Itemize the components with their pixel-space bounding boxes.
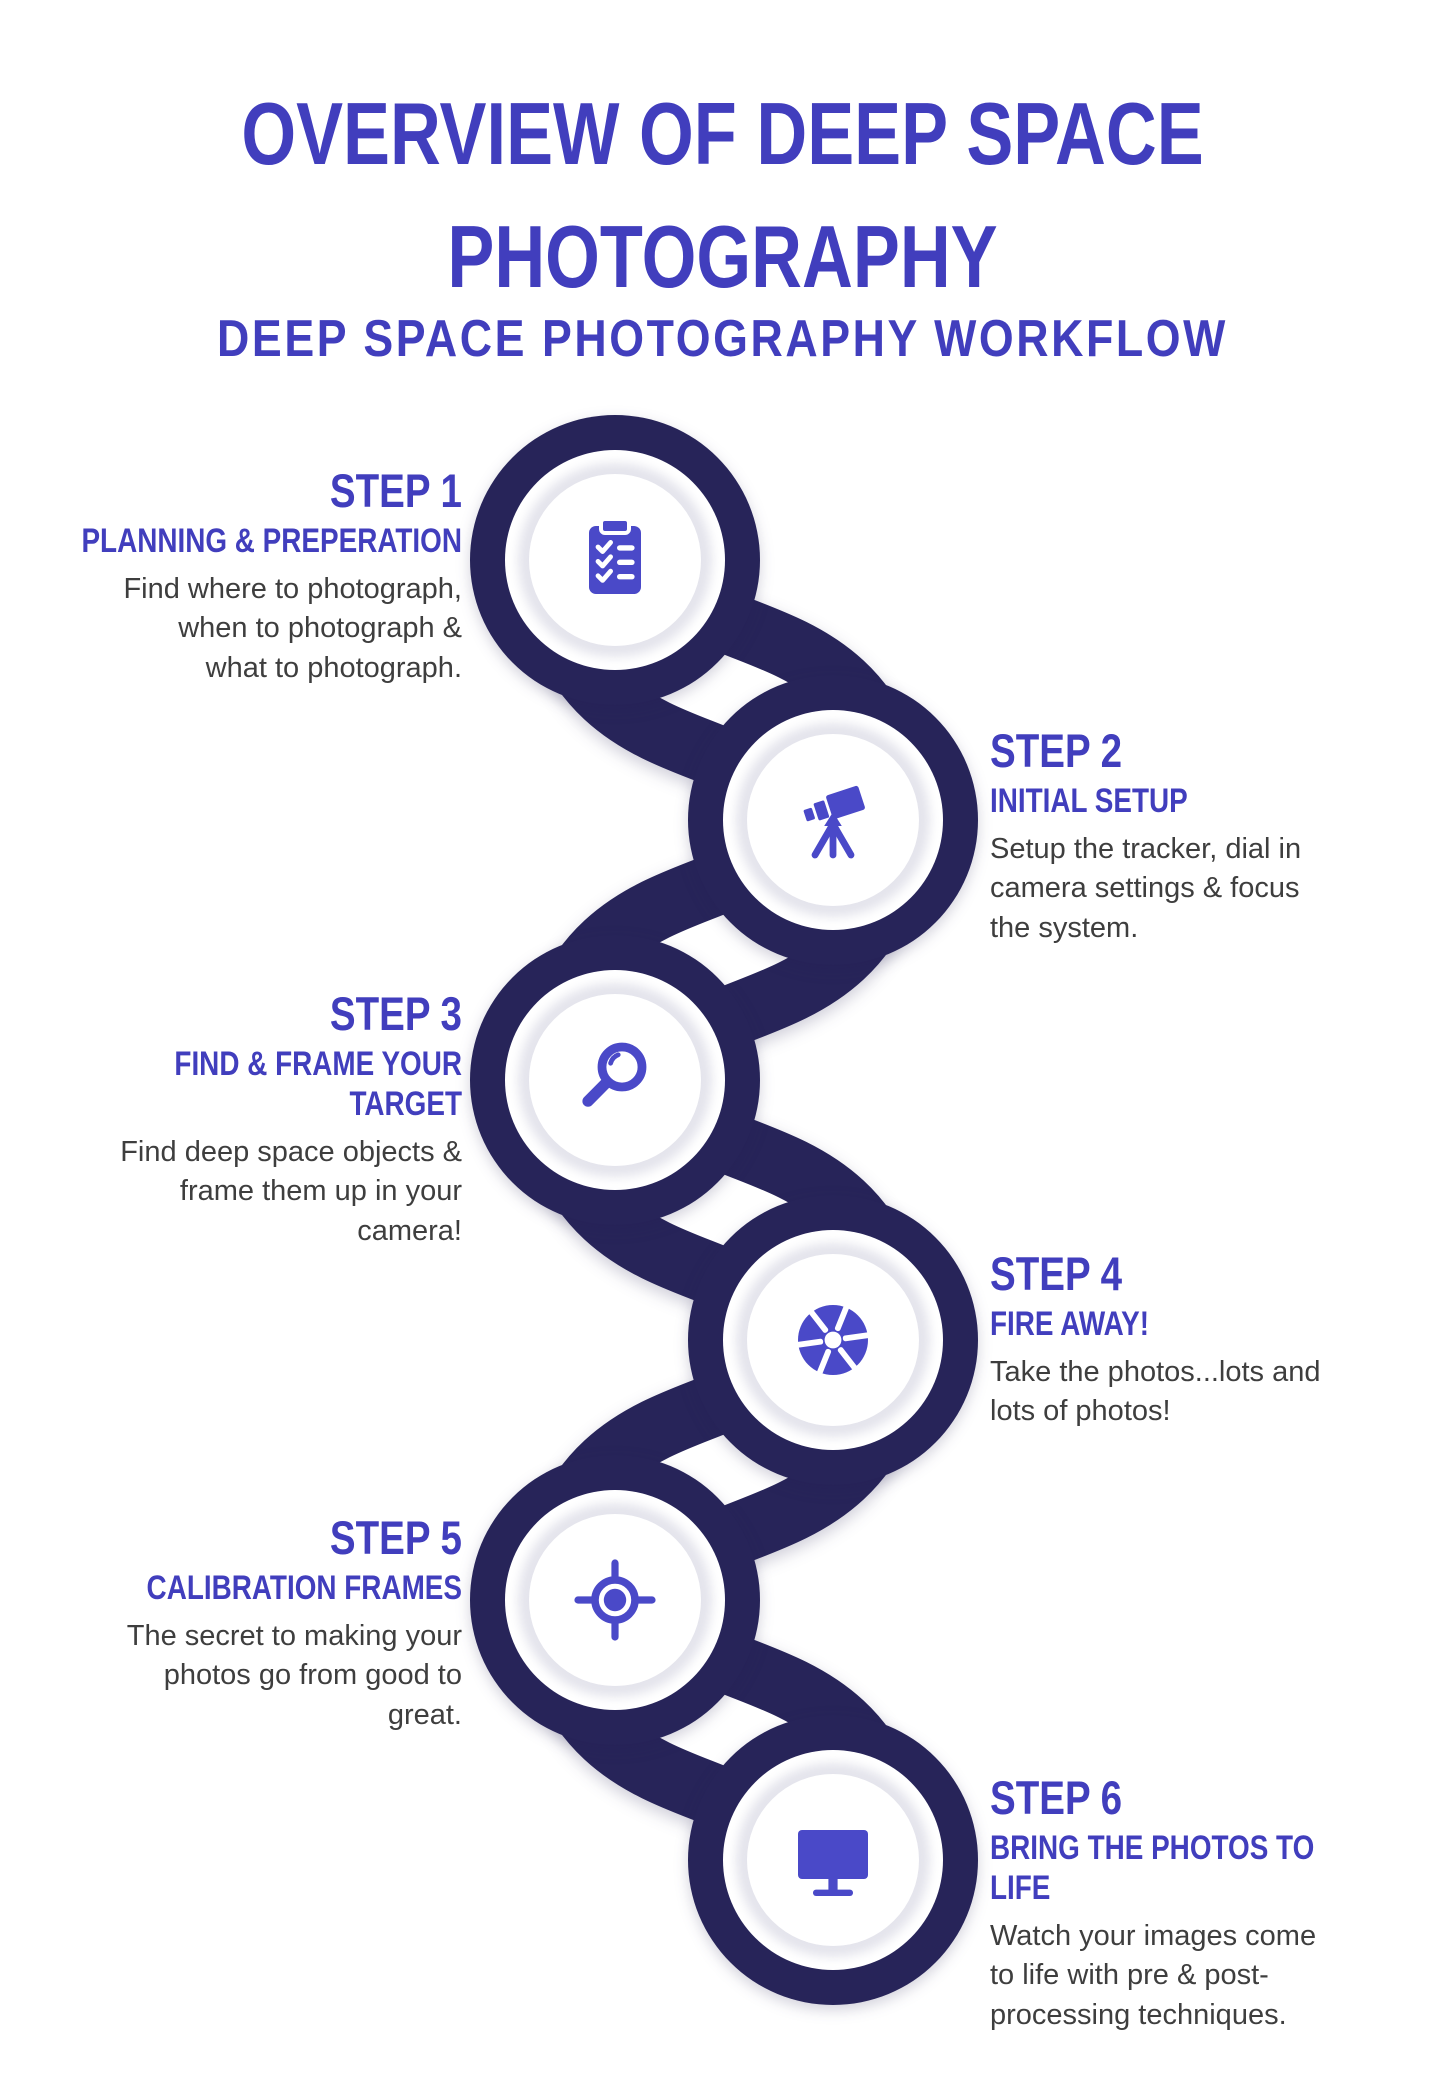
step-heading: PLANNING & PREPERATION [81, 521, 463, 560]
monitor-icon [798, 1830, 868, 1896]
step-description: Watch your images come to life with pre … [990, 1919, 1317, 2031]
page-title: OVERVIEW OF DEEP SPACE PHOTOGRAPHY [241, 84, 1204, 307]
step-label: STEP 3 [329, 987, 462, 1040]
aperture-icon [792, 1301, 874, 1379]
step-label: STEP 1 [329, 464, 462, 517]
step-4: STEP 4 FIRE AWAY! Take the photos...lots… [990, 1247, 1445, 1432]
step-heading: INITIAL SETUP [990, 781, 1188, 820]
step-heading: FIND & FRAME YOUR TARGET [174, 1044, 462, 1123]
step-6: STEP 6 BRING THE PHOTOS TO LIFE Watch yo… [990, 1771, 1445, 2035]
page-subtitle: DEEP SPACE PHOTOGRAPHY WORKFLOW [217, 310, 1228, 368]
step-heading: FIRE AWAY! [990, 1304, 1150, 1343]
step-label: STEP 2 [990, 724, 1123, 777]
telescope-icon [803, 785, 865, 859]
step-node [470, 935, 760, 1225]
step-description: Find where to photograph, when to photog… [123, 572, 462, 684]
step-label: STEP 6 [990, 1771, 1123, 1824]
step-label: STEP 4 [990, 1247, 1123, 1300]
step-description: Setup the tracker, dial in camera settin… [990, 832, 1302, 944]
step-description: Take the photos...lots and lots of photo… [990, 1355, 1321, 1428]
step-3: STEP 3 FIND & FRAME YOUR TARGET Find dee… [0, 987, 462, 1251]
step-description: Find deep space objects & frame them up … [120, 1135, 462, 1247]
step-1: STEP 1 PLANNING & PREPERATION Find where… [0, 464, 463, 688]
step-heading: BRING THE PHOTOS TO LIFE [990, 1828, 1315, 1907]
step-5: STEP 5 CALIBRATION FRAMES The secret to … [0, 1511, 462, 1735]
clipboard-checklist-icon [589, 517, 641, 594]
crosshair-target-icon [574, 1559, 656, 1641]
step-label: STEP 5 [329, 1511, 462, 1564]
step-heading: CALIBRATION FRAMES [146, 1568, 462, 1607]
step-2: STEP 2 INITIAL SETUP Setup the tracker, … [990, 724, 1445, 948]
step-description: The secret to making your photos go from… [126, 1619, 462, 1731]
magnifying-glass-icon [582, 1042, 647, 1107]
